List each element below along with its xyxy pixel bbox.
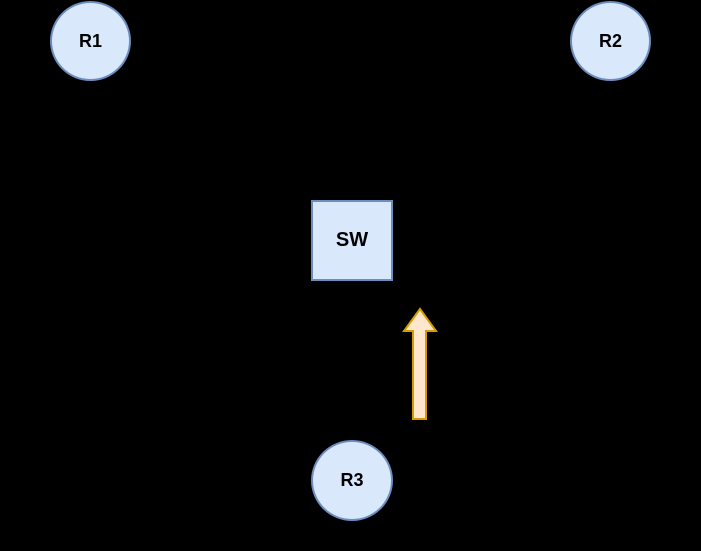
node-r3-label: R3 [340,470,364,490]
node-sw-label: SW [335,229,369,251]
up-arrow[interactable] [402,307,438,420]
node-r1-label: R1 [78,30,102,51]
node-r1-circle[interactable]: R1 [50,1,131,81]
node-r3-circle[interactable]: R3 [311,440,393,521]
node-r2-label: R2 [598,30,622,51]
node-sw-square[interactable]: SW [311,200,393,281]
node-r2-circle[interactable]: R2 [570,1,651,81]
